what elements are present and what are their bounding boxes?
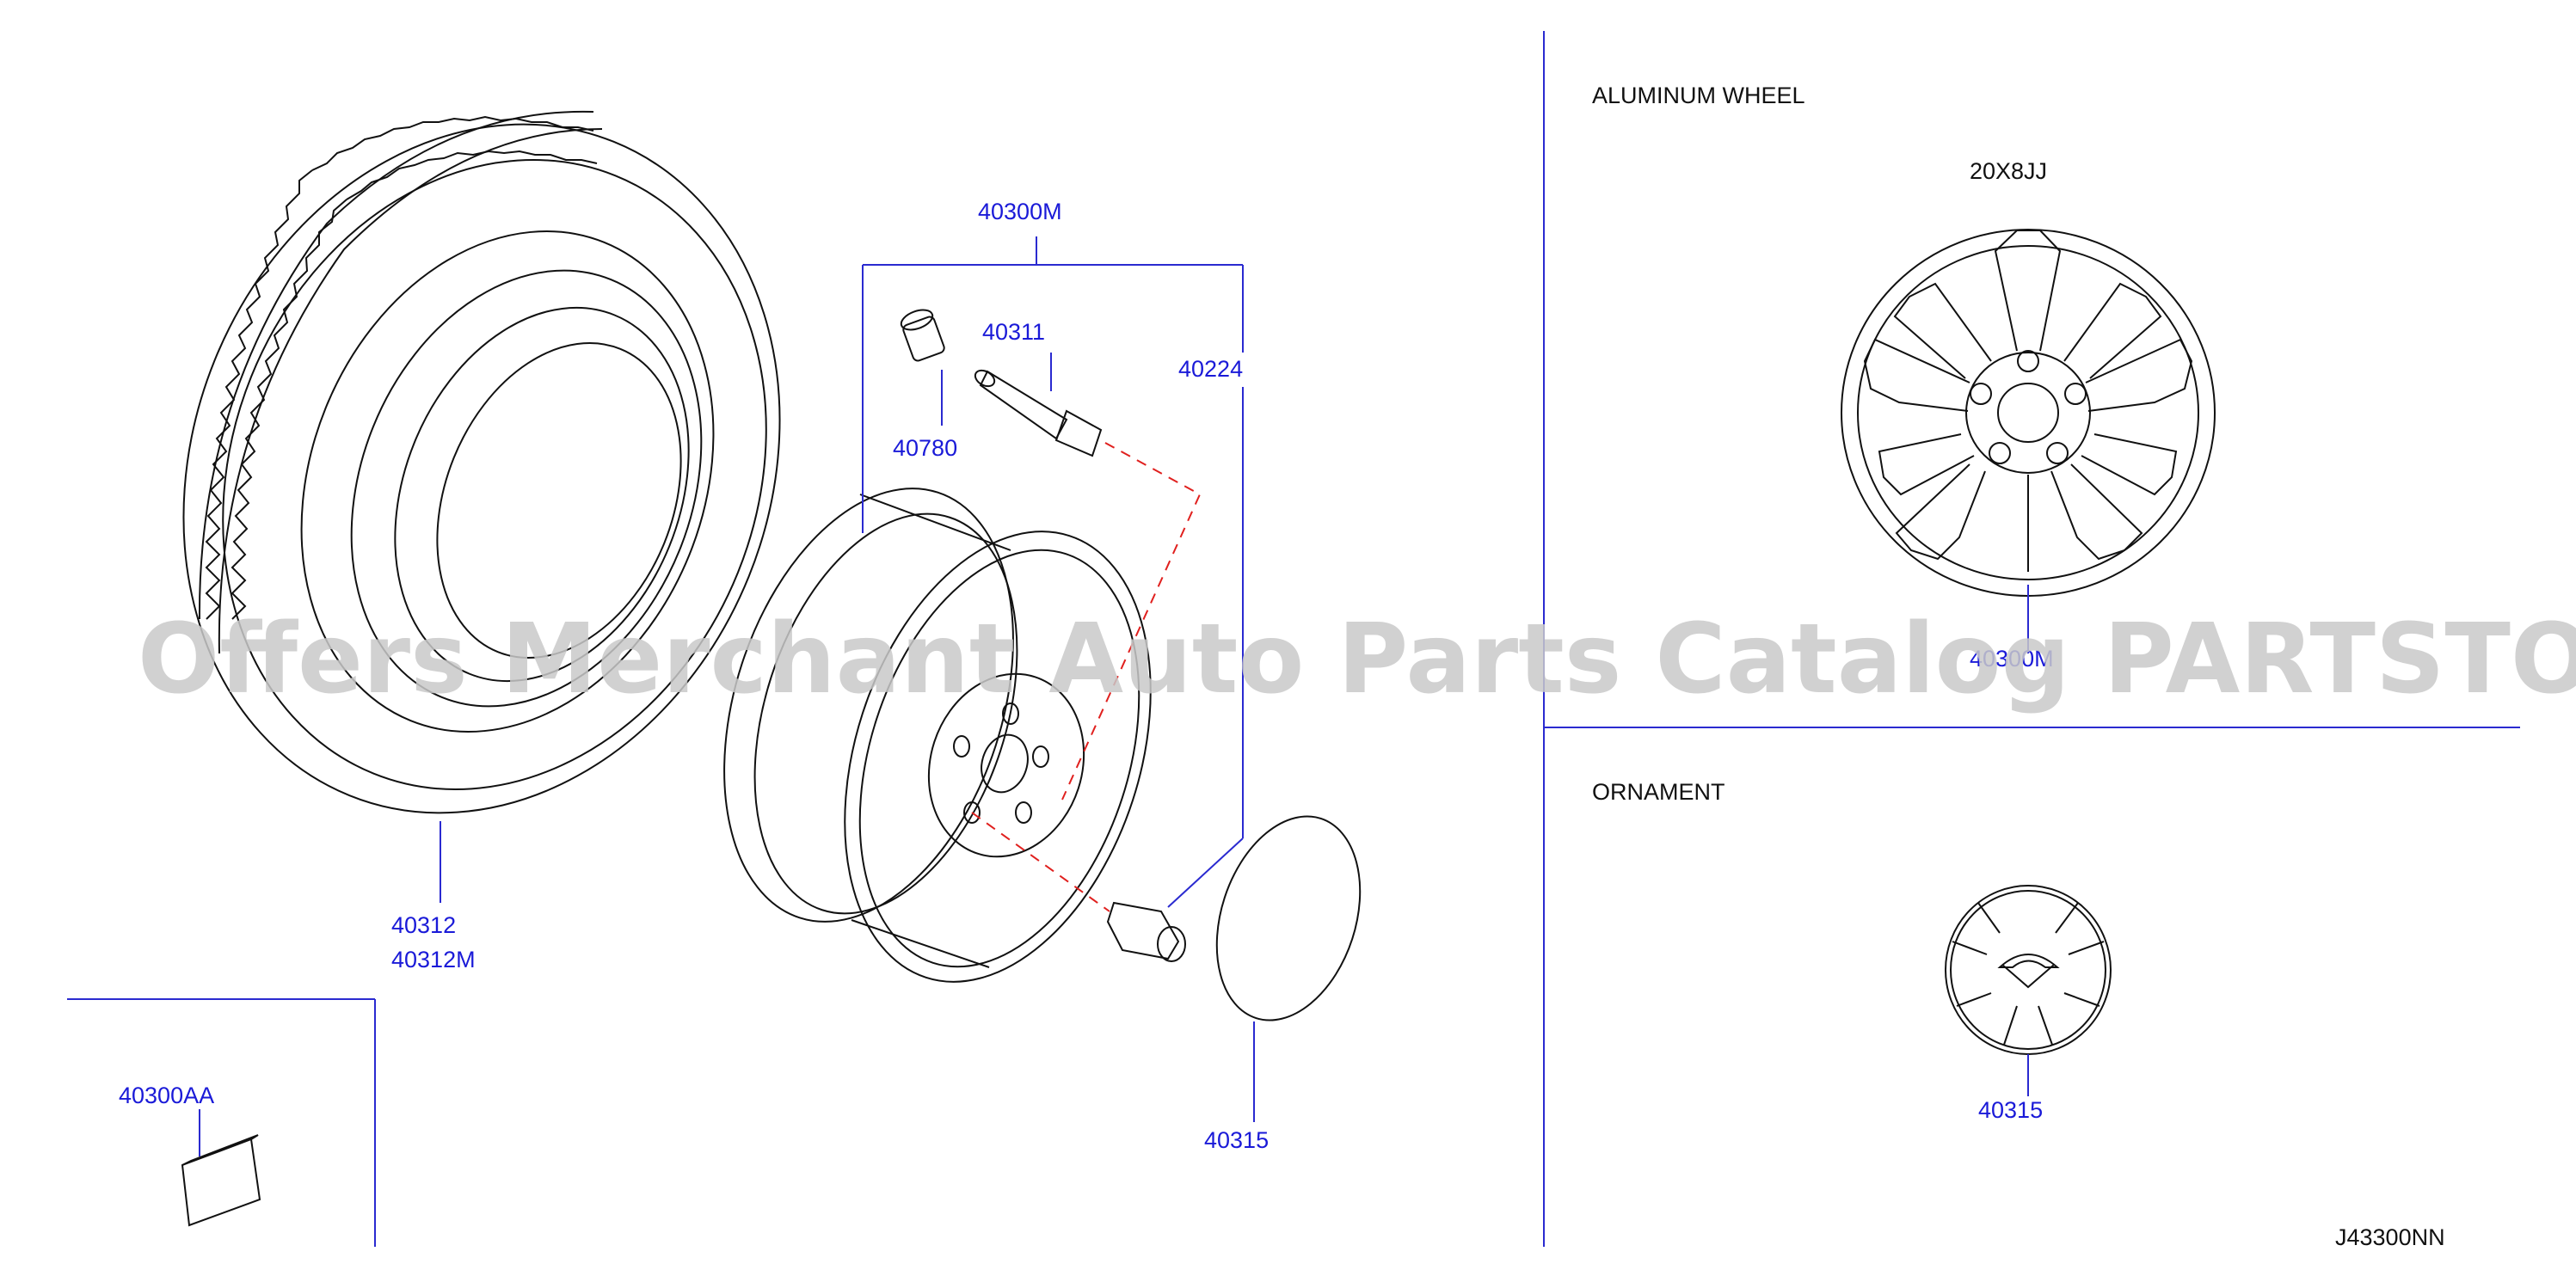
wheel-nut-illustration[interactable] xyxy=(1106,901,1186,962)
callout-valve-cap[interactable]: 40780 xyxy=(893,435,957,461)
center-cap-illustration[interactable] xyxy=(1192,798,1385,1039)
aluminum-wheel-title: ALUMINUM WHEEL xyxy=(1592,83,1805,108)
watermark-text: Offers Merchant Auto Parts Catalog PARTS… xyxy=(138,604,2576,715)
valve-stem-illustration[interactable] xyxy=(973,367,1103,457)
callout-tire-alt[interactable]: 40312M xyxy=(391,947,476,972)
tire-illustration[interactable] xyxy=(83,34,881,903)
callout-kit[interactable]: 40300M xyxy=(978,199,1062,224)
callout-ornament[interactable]: 40315 xyxy=(1978,1097,2043,1123)
callout-tire[interactable]: 40312 xyxy=(391,912,456,938)
alloy-wheel-illustration[interactable] xyxy=(1841,229,2216,597)
wheel-size-label: 20X8JJ xyxy=(1970,158,2047,184)
kit-bracket xyxy=(199,236,1255,1156)
tire-tag-illustration[interactable] xyxy=(181,1134,261,1227)
valve-cap-illustration[interactable] xyxy=(899,306,946,362)
ornament-illustration[interactable] xyxy=(1945,885,2112,1055)
callout-center-cap[interactable]: 40315 xyxy=(1204,1127,1269,1153)
callout-valve-stem[interactable]: 40311 xyxy=(982,319,1045,345)
callout-alloy-wheel[interactable]: 40300M xyxy=(1970,646,2054,672)
assembly-dashed-lines xyxy=(971,442,1202,912)
steel-rim-illustration[interactable] xyxy=(673,451,1204,1021)
panel-dividers xyxy=(67,31,2520,1247)
ornament-title: ORNAMENT xyxy=(1592,779,1725,805)
diagram-id: J43300NN xyxy=(2335,1224,2445,1250)
callout-wheel-nut[interactable]: 40224 xyxy=(1178,356,1243,382)
callout-tire-tag[interactable]: 40300AA xyxy=(119,1083,214,1108)
